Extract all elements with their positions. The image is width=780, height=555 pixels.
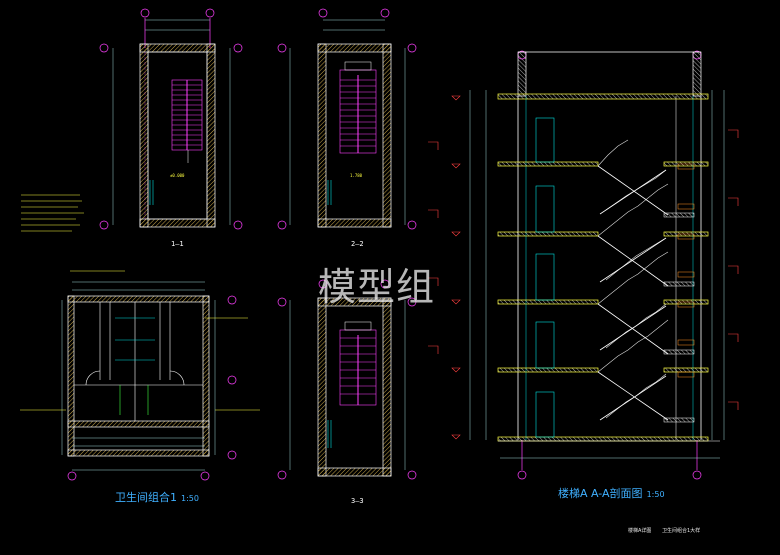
general-notes [21,194,84,232]
footer-left-label: 楼梯A详图 [628,528,652,534]
svg-text:1.780: 1.780 [350,173,363,178]
wc-group-scale: 1:50 [181,494,199,503]
plan-3-3 [277,279,417,480]
footer-right-label: 卫生间组合1大样 [662,528,701,534]
stair-section-a-a [428,50,739,480]
stair-section-scale: 1:50 [646,490,665,499]
wc-group-title-text: 卫生间组合1 [115,491,177,504]
section-mark-2-2: 2—2 [351,240,364,248]
plan-1-1: ±0.000 [99,8,243,230]
wc-group-plan [20,270,260,481]
stair-section-title-text: 楼梯A A-A剖面图 [558,487,643,500]
wc-group-title: 卫生间组合1 1:50 [115,489,199,505]
svg-text:±0.000: ±0.000 [170,173,185,178]
watermark-text: 模型组 [318,265,436,309]
plan-2-2: 1.780 [277,8,417,230]
section-mark-3-3: 3—3 [351,497,364,505]
section-mark-1-1: 1—1 [171,240,184,248]
